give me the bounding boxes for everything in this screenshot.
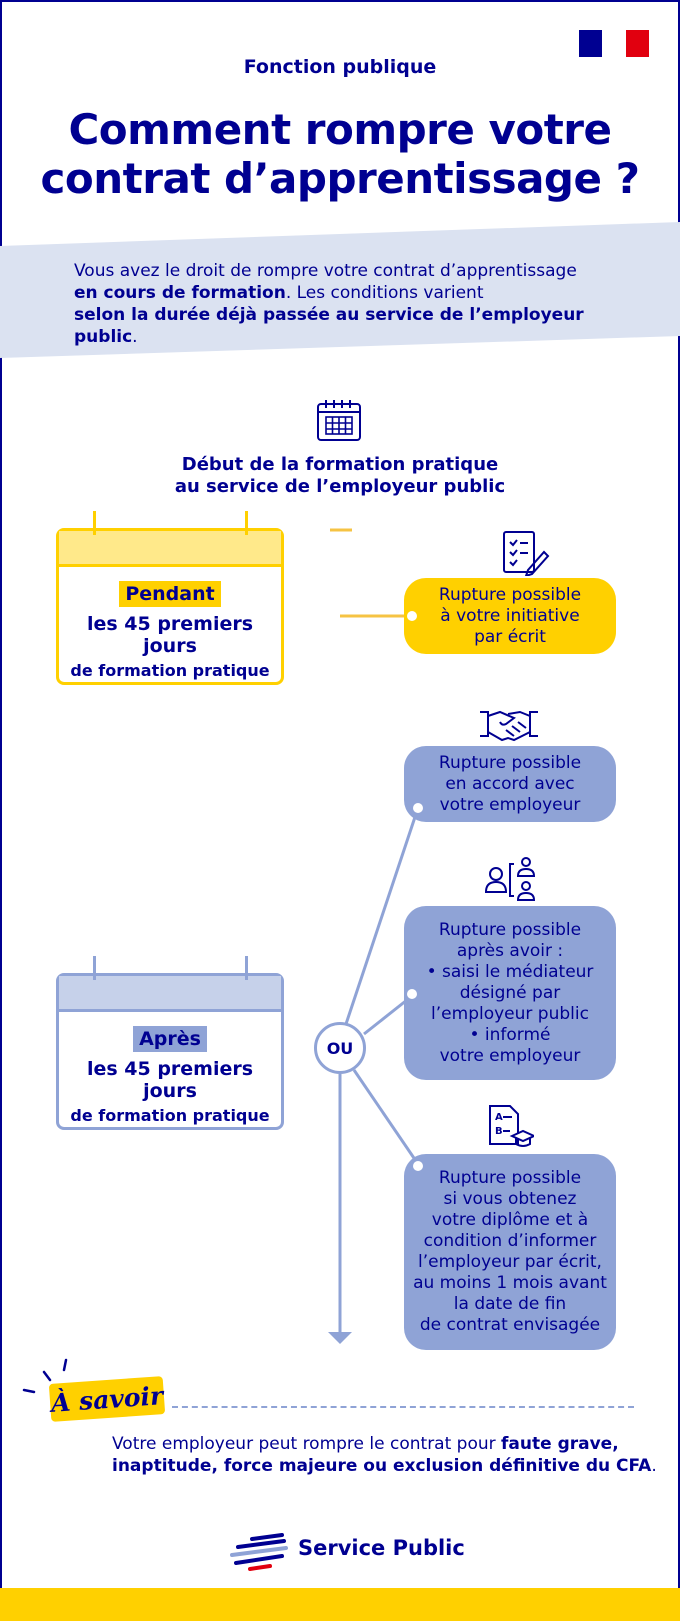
connector-dots [407, 611, 423, 1171]
intro-line-3: selon la durée déjà passée au service de… [74, 305, 584, 347]
timeline-start-line-1: Début de la formation pratique [181, 454, 499, 475]
option-initiative-line: à votre initiative [440, 605, 580, 626]
service-public-logo [230, 1533, 288, 1571]
option-agreement-line: en accord avec [445, 773, 575, 794]
option-diploma-line: l’employeur par écrit, [418, 1252, 602, 1272]
period-during-card: Pendant les 45 premiers jours de formati… [56, 511, 284, 685]
mediator-people-icon [484, 857, 536, 901]
period-after-line-1: les 45 premiers jours [86, 1058, 254, 1102]
timeline-start-label: Début de la formation pratique au servic… [0, 454, 680, 498]
period-after-tag: Après [133, 1026, 207, 1052]
title-line-1: Comment rompre votre [68, 105, 612, 154]
period-after-line-2: de formation pratique [70, 1106, 270, 1125]
spark-lines [22, 1358, 68, 1394]
period-during-tag: Pendant [119, 581, 221, 607]
handshake-icon [480, 710, 538, 742]
option-diploma-line: au moins 1 mois avant [413, 1273, 607, 1293]
option-diploma-line: condition d’informer [423, 1231, 597, 1251]
savoir-divider [172, 1406, 634, 1408]
svg-text:A: A [495, 1112, 503, 1123]
option-mediator-line: • informé [469, 1024, 551, 1045]
period-after-card: Après les 45 premiers jours de formation… [56, 956, 284, 1130]
brand-name: Service Public [298, 1536, 465, 1560]
subtitle: Fonction publique [243, 56, 437, 78]
intro-band [0, 222, 680, 358]
option-mediator-line: votre employeur [439, 1045, 581, 1066]
savoir-tag: À savoir [48, 1376, 166, 1422]
option-diploma-line: de contrat envisagée [419, 1315, 601, 1335]
option-agreement-line: votre employeur [439, 794, 581, 815]
option-initiative-line: Rupture possible [438, 584, 582, 605]
footer-bar [0, 1588, 680, 1621]
option-diploma-line: la date de fin [453, 1294, 567, 1314]
option-diploma-line: votre diplôme et à [431, 1210, 589, 1230]
option-mediator-line: • saisi le médiateur [426, 961, 594, 982]
option-mediator-line: l’employeur public [431, 1003, 589, 1024]
intro-line-1: Vous avez le droit de rompre votre contr… [74, 261, 577, 281]
option-agreement-line: Rupture possible [438, 752, 582, 773]
title-line-2: contrat d’apprentissage ? [40, 154, 640, 203]
option-mediator-line: désigné par [459, 982, 561, 1003]
intro-line-2: en cours de formation. Les conditions va… [74, 283, 484, 303]
option-mediator-line: après avoir : [456, 940, 564, 961]
option-initiative-line: par écrit [474, 626, 546, 647]
option-diploma-line: Rupture possible [438, 1168, 582, 1188]
period-during-line-1: les 45 premiers jours [86, 613, 254, 657]
diploma-exam-icon: A B [489, 1105, 534, 1147]
intro-text: Vous avez le droit de rompre votre contr… [74, 260, 644, 348]
timeline-start-line-2: au service de l’employeur public [174, 476, 506, 497]
svg-text:B: B [495, 1126, 503, 1137]
french-flag-logo [579, 30, 649, 57]
signed-document-icon [503, 531, 550, 576]
page-title: Comment rompre votre contrat d’apprentis… [0, 105, 680, 203]
option-diploma-line: si vous obtenez [443, 1189, 577, 1209]
period-during-line-2: de formation pratique [70, 661, 270, 680]
savoir-note: Votre employeur peut rompre le contrat p… [112, 1434, 657, 1476]
option-mediator-line: Rupture possible [438, 919, 582, 940]
calendar-icon [317, 400, 361, 441]
or-node: OU [314, 1022, 366, 1074]
